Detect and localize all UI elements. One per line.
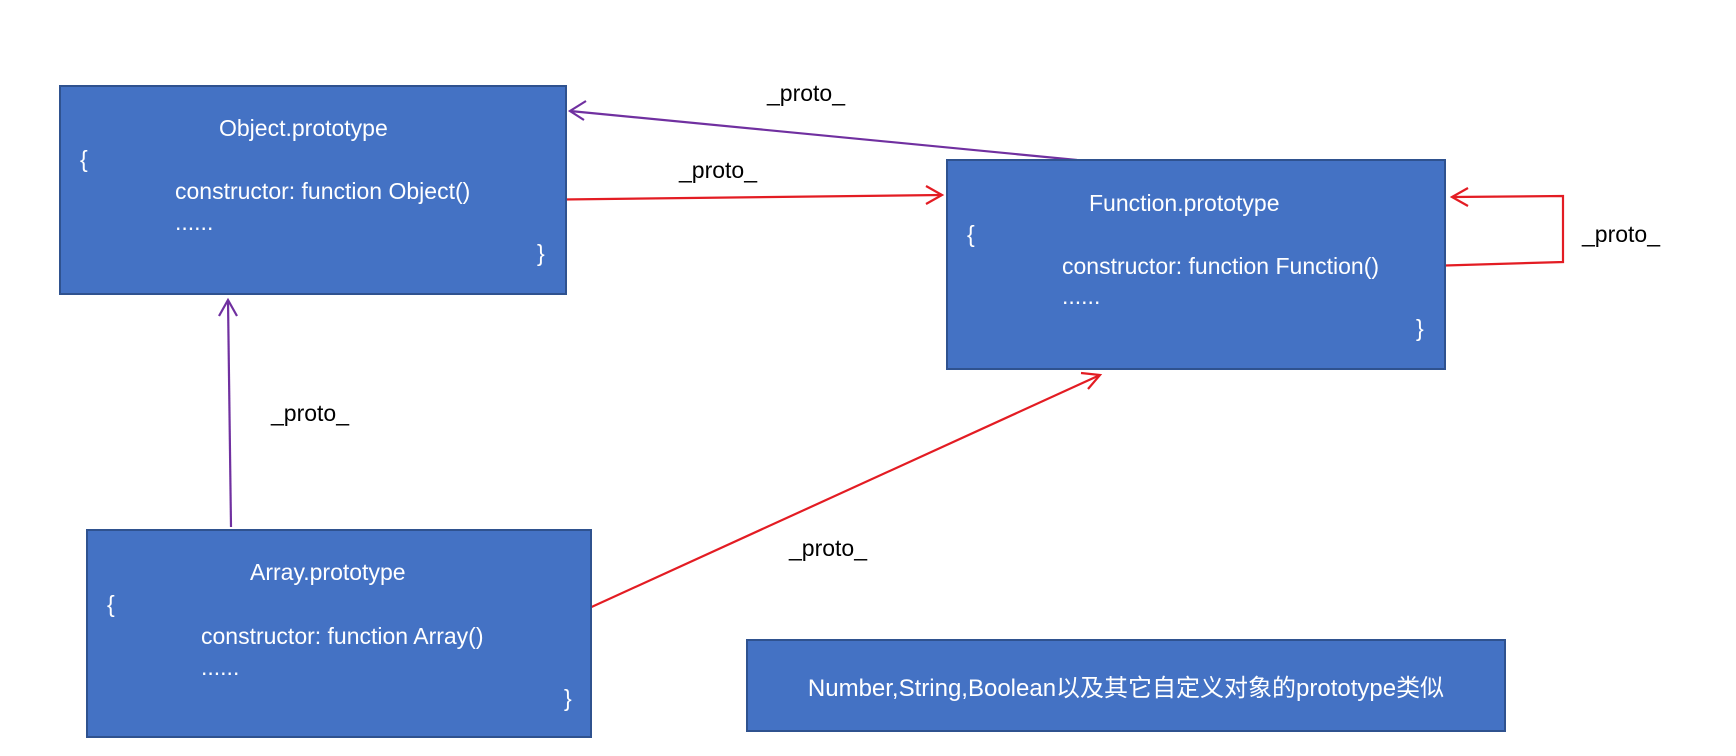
note-text: Number,String,Boolean以及其它自定义对象的prototype… bbox=[807, 675, 1445, 702]
label-function-to-object: _proto_ bbox=[767, 80, 846, 106]
function-prototype-open-brace: { bbox=[967, 221, 975, 247]
arrow-function-to-object bbox=[567, 100, 1078, 162]
arrow-object-ctor-to-function bbox=[519, 185, 945, 205]
label-object-ctor-to-function: _proto_ bbox=[679, 157, 758, 183]
object-prototype-ellipsis: ...... bbox=[175, 209, 214, 235]
array-prototype-close-brace: } bbox=[564, 685, 572, 711]
label-array-ctor-to-function: _proto_ bbox=[789, 535, 868, 561]
object-prototype-constructor: constructor: function Object() bbox=[175, 178, 471, 204]
note-box: Number,String,Boolean以及其它自定义对象的prototype… bbox=[746, 639, 1506, 732]
arrow-function-self-loop bbox=[1427, 187, 1565, 268]
array-prototype-title: Array.prototype bbox=[250, 559, 406, 585]
array-prototype-ellipsis: ...... bbox=[201, 654, 240, 680]
arrow-array-ctor-to-function bbox=[527, 371, 1103, 638]
object-prototype-box: Object.prototype { constructor: function… bbox=[59, 85, 567, 295]
function-prototype-close-brace: } bbox=[1416, 315, 1424, 341]
array-prototype-box: Array.prototype { constructor: function … bbox=[86, 529, 592, 738]
arrow-array-to-object bbox=[218, 297, 238, 528]
label-function-self: _proto_ bbox=[1582, 221, 1661, 247]
array-prototype-open-brace: { bbox=[107, 591, 115, 617]
function-prototype-ellipsis: ...... bbox=[1062, 283, 1101, 309]
function-prototype-constructor: constructor: function Function() bbox=[1062, 253, 1380, 279]
label-array-to-object: _proto_ bbox=[271, 400, 350, 426]
object-prototype-open-brace: { bbox=[80, 146, 88, 172]
function-prototype-title: Function.prototype bbox=[1089, 190, 1280, 216]
array-prototype-constructor: constructor: function Array() bbox=[201, 623, 484, 649]
object-prototype-title: Object.prototype bbox=[219, 115, 388, 141]
object-prototype-close-brace: } bbox=[537, 240, 545, 266]
function-prototype-box: Function.prototype { constructor: functi… bbox=[946, 159, 1446, 370]
